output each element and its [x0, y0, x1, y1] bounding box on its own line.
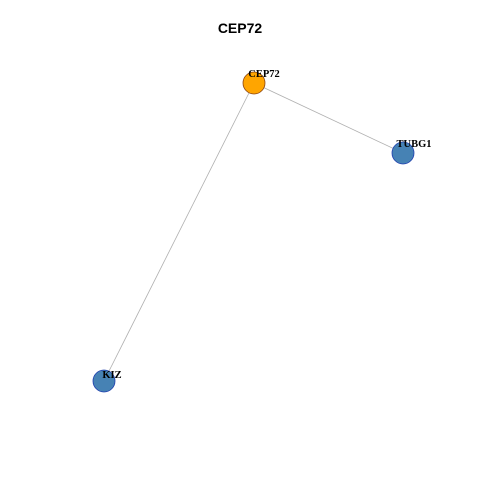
node-tubg1[interactable]: TUBG1 [391, 139, 432, 165]
edge-layer [103, 82, 404, 382]
edge-cep72-tubg1 [253, 82, 404, 154]
node-kiz-label: KIZ [102, 370, 121, 381]
node-cep72[interactable]: CEP72 [242, 69, 280, 95]
node-layer: CEP72 TUBG1 KIZ [92, 69, 432, 393]
node-tubg1-circle[interactable] [391, 141, 415, 165]
node-tubg1-label: TUBG1 [396, 139, 431, 150]
node-kiz-circle[interactable] [92, 369, 116, 393]
node-cep72-label: CEP72 [248, 69, 280, 80]
node-cep72-circle[interactable] [242, 71, 266, 95]
edge-cep72-kiz [103, 82, 255, 382]
figure-title: CEP72 [217, 20, 263, 36]
node-kiz[interactable]: KIZ [92, 369, 122, 393]
